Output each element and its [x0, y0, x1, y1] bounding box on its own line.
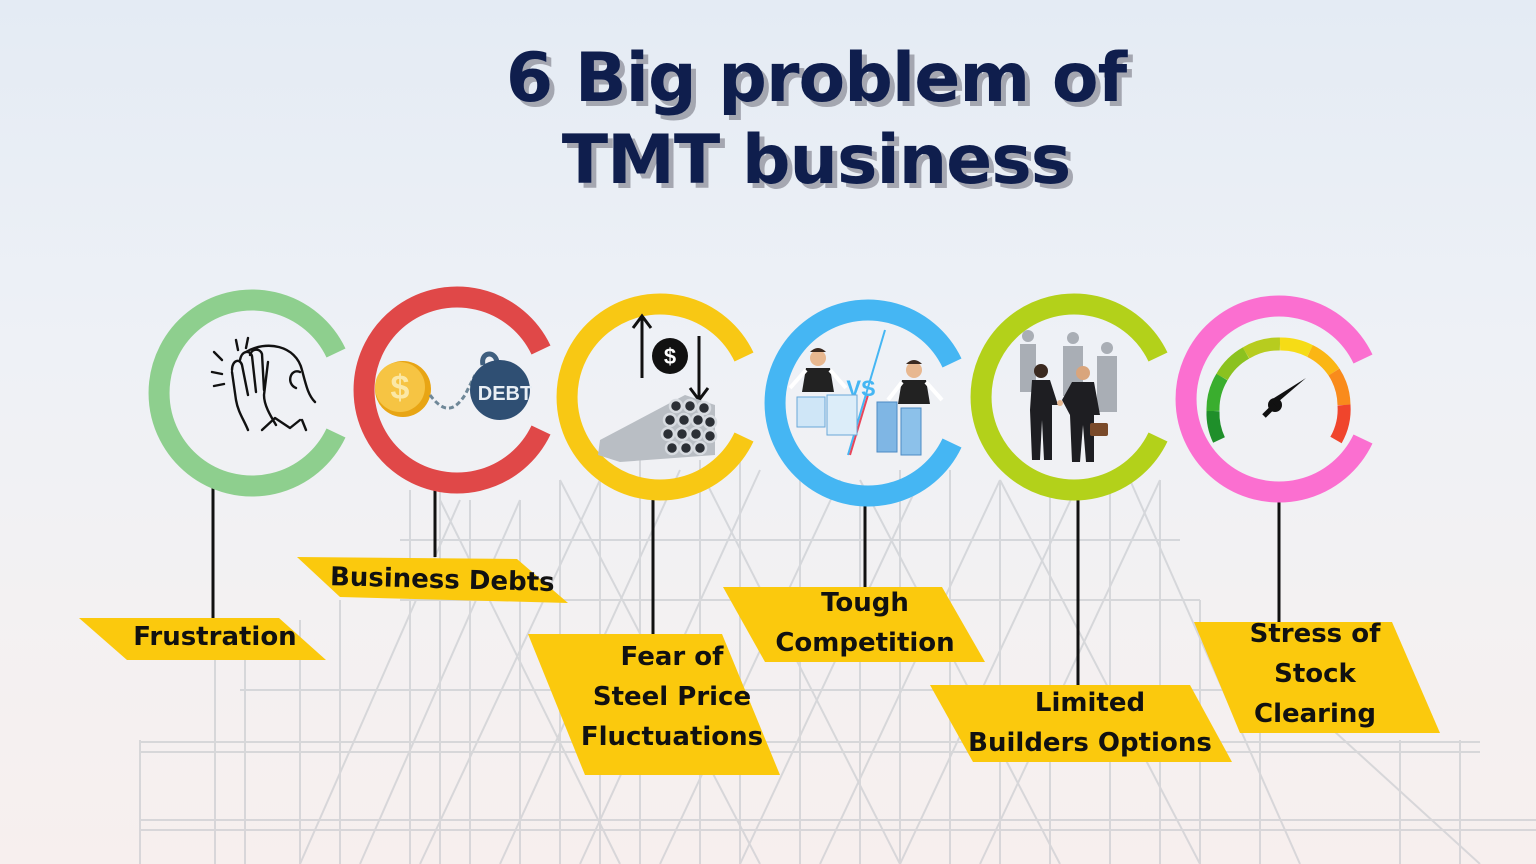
label-steel-price: Fear of Steel Price Fluctuations: [580, 642, 764, 752]
label-shape-frustration: [79, 618, 326, 660]
label-shape-steel-price: [528, 634, 780, 775]
coin-dollar-symbol: $: [391, 369, 410, 407]
facepalm-icon: [210, 336, 317, 432]
price-dollar-symbol: $: [664, 344, 676, 369]
ring-steel-price: [556, 293, 754, 501]
debt-text: DEBT: [478, 383, 532, 405]
label-business-debts: Business Debts: [329, 562, 555, 598]
versus-competition-icon: VS: [788, 329, 944, 456]
label-competition: Tough Competition: [775, 588, 955, 658]
title-line-1: 6 Big problem of: [505, 39, 1127, 118]
ring-stock: [1175, 295, 1373, 503]
label-builders: Limited Builders Options: [968, 688, 1212, 758]
debt-ball-chain-icon: $ DEBT: [375, 351, 532, 420]
steel-pipes-price-icon: $: [598, 313, 718, 462]
gauge-needle-icon: [1262, 378, 1306, 418]
ring-competition: [764, 299, 962, 507]
ring-business-debts: [353, 286, 551, 494]
label-shape-business-debts: [297, 557, 568, 603]
label-frustration: Frustration: [133, 622, 297, 652]
title-line-2: TMT business: [561, 121, 1071, 200]
stress-gauge-icon: [1206, 337, 1351, 444]
ring-builders: [970, 293, 1168, 501]
label-shape-builders: [930, 685, 1232, 762]
label-stock: Stress of Stock Clearing: [1249, 619, 1381, 729]
label-shape-competition: [723, 587, 985, 662]
ring-frustration: [148, 289, 346, 497]
page-title: 6 Big problem of TMT business: [0, 38, 1536, 202]
label-shape-stock: [1194, 622, 1440, 733]
handshake-builders-icon: [1020, 330, 1117, 462]
